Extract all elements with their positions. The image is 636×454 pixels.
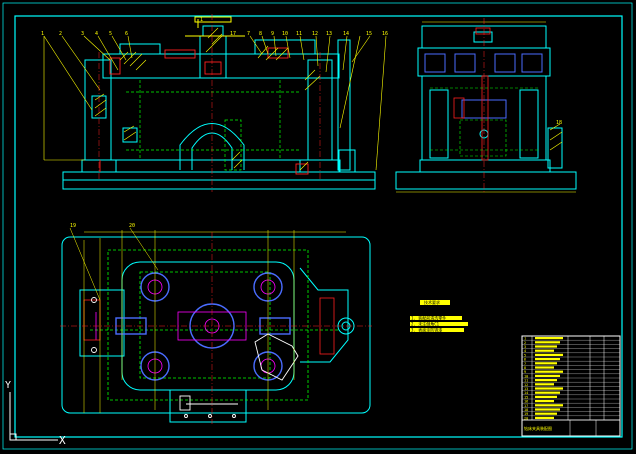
bom-row-number: 12 — [524, 383, 528, 387]
bom-row-number: 13 — [524, 387, 528, 391]
balloon-3: 3 — [81, 31, 84, 37]
bom-row-name — [535, 400, 554, 403]
bom-row-name — [535, 379, 557, 382]
bom-row-number: 11 — [524, 379, 528, 383]
balloon-7: 7 — [247, 31, 250, 37]
bom-row-name — [535, 404, 563, 407]
balloon-14: 14 — [343, 31, 349, 37]
bom-row-number: 2 — [524, 341, 526, 345]
balloon-11: 11 — [296, 31, 302, 37]
bom-row-name — [535, 341, 560, 344]
notes-heading: 技术要求 — [424, 299, 440, 305]
side-balloon: 18 — [556, 120, 562, 126]
bom-row-number: 1 — [524, 337, 526, 341]
bom-row-name — [535, 416, 554, 419]
bom-row-number: 20 — [524, 416, 528, 420]
ucs-x-label: X — [59, 434, 66, 447]
bom-row-name — [535, 358, 560, 361]
bom-row-name — [535, 337, 563, 340]
balloon-12: 12 — [312, 31, 318, 37]
ucs-icon: Y X — [5, 380, 66, 447]
plan-balloon-20: 20 — [129, 223, 135, 229]
bom-row-name — [535, 349, 554, 352]
bom-row-name — [535, 353, 563, 356]
sheet-frame — [2, 2, 633, 450]
bom-row-number: 5 — [524, 353, 526, 357]
bom-row-number: 19 — [524, 412, 528, 416]
bom-row-number: 16 — [524, 400, 528, 404]
balloon-10: 10 — [282, 31, 288, 37]
bom-row-number: 6 — [524, 358, 526, 362]
balloon-6: 6 — [125, 31, 128, 37]
side-view[interactable]: 18 — [339, 18, 577, 194]
balloon-4: 4 — [95, 31, 98, 37]
bom-row-number: 17 — [524, 404, 528, 408]
title-block-title: 钻床夹具装配图 — [524, 425, 552, 431]
note-line-2: 2. 未注倒角C1 — [411, 321, 440, 327]
bom-row-number: 3 — [524, 345, 526, 349]
bom-row-name — [535, 391, 560, 394]
bom-row-number: 14 — [524, 391, 528, 395]
bom-row-name — [535, 383, 554, 386]
bom-row-name — [535, 362, 557, 365]
bom-row-number: 8 — [524, 366, 526, 370]
bom-row-name — [535, 370, 563, 373]
bom-row-number: 9 — [524, 370, 526, 374]
balloon-15: 15 — [366, 31, 372, 37]
bom-row-number: 7 — [524, 362, 526, 366]
bom-row-number: 4 — [524, 349, 526, 353]
front-view[interactable]: 1 1 2 3 4 5 6 7 8 9 10 11 12 13 14 15 16… — [41, 14, 388, 192]
ucs-y-label: Y — [5, 380, 11, 391]
balloon-8: 8 — [259, 31, 262, 37]
bom-row-name — [535, 412, 557, 415]
balloon-1: 1 — [41, 31, 44, 37]
bom-row-number: 18 — [524, 408, 528, 412]
plan-balloon-19: 19 — [70, 223, 76, 229]
note-line-3: 3. 表面涂防锈漆 — [411, 327, 442, 333]
bom-row-name — [535, 395, 557, 398]
bom-row-name — [535, 387, 563, 390]
balloon-13: 13 — [326, 31, 332, 37]
bom-row-name — [535, 345, 557, 348]
plan-view[interactable]: 19 20 — [60, 223, 372, 424]
note-line-1: 1. 装配前清洗零件 — [411, 315, 446, 321]
technical-notes[interactable]: 技术要求 1. 装配前清洗零件 2. 未注倒角C1 3. 表面涂防锈漆 — [410, 299, 468, 333]
bom-row-number: 10 — [524, 374, 528, 378]
bom-row-name — [535, 366, 554, 369]
balloon-2: 2 — [59, 31, 62, 37]
balloon-9: 9 — [271, 31, 274, 37]
balloon-17: 17 — [230, 31, 236, 37]
top-center-label: 1 — [200, 17, 203, 23]
balloon-16: 16 — [382, 31, 388, 37]
bom-row-name — [535, 408, 560, 411]
balloon-5: 5 — [109, 31, 112, 37]
bom-row-number: 15 — [524, 395, 528, 399]
bom-row-name — [535, 374, 560, 377]
